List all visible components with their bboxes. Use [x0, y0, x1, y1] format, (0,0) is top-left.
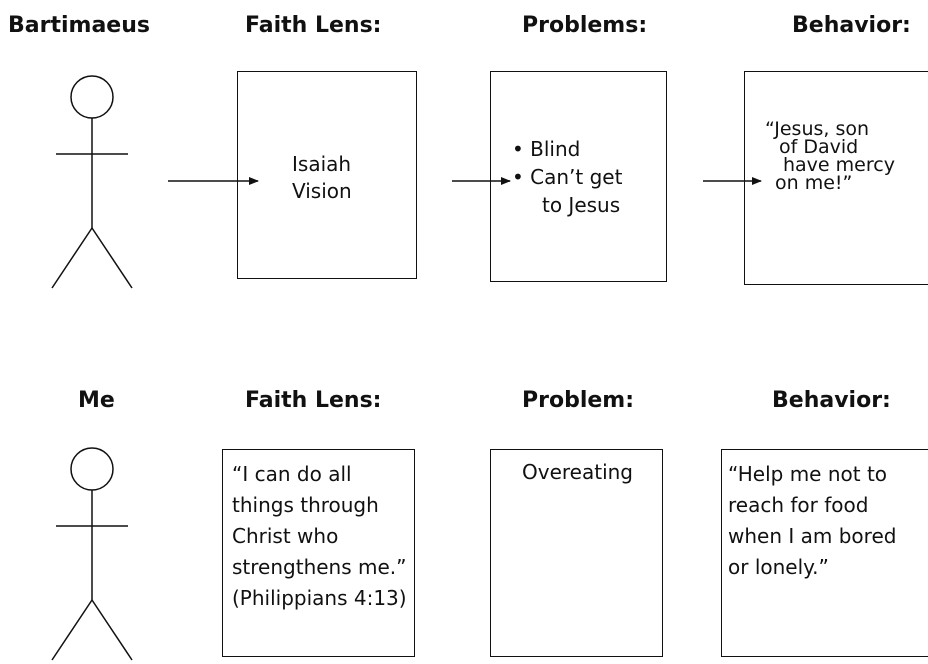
faith-lens-text: “I can do all things through Christ who … [232, 459, 407, 614]
faith-lens-line: things through [232, 493, 379, 517]
faith-lens-line: Christ who [232, 524, 339, 548]
behavior-line: have mercy [783, 154, 895, 176]
faith-lens-line: strengthens me.” [232, 555, 407, 579]
problem-header: Problem: [522, 388, 635, 413]
problem-item: • Blind [512, 137, 581, 161]
person-label-bartimaeus: Bartimaeus [8, 13, 150, 38]
faith-lens-line: Vision [292, 179, 352, 203]
behavior-line: “Help me not to [728, 462, 888, 486]
behavior-line: of David [779, 136, 859, 158]
behavior-line: when I am bored [728, 524, 897, 548]
faith-lens-line: “I can do all [232, 462, 352, 486]
faith-lens-header: Faith Lens: [245, 13, 382, 38]
behavior-box [721, 449, 928, 657]
faith-lens-line: (Philippians 4:13) [232, 586, 407, 610]
faith-lens-box [237, 71, 417, 279]
person-label-me: Me [78, 388, 115, 413]
problem-box [490, 449, 663, 657]
stick-figure-me-icon [51, 447, 133, 661]
faith-lens-box [222, 449, 415, 657]
faith-lens-line: Isaiah [292, 152, 352, 176]
behavior-header: Behavior: [772, 388, 891, 413]
behavior-box [744, 71, 928, 285]
behavior-text: “Jesus, son of David have mercy on me!” [765, 118, 895, 194]
problem-item: to Jesus [542, 193, 621, 217]
behavior-line: reach for food [728, 493, 869, 517]
problem-item: • Can’t get [512, 165, 623, 189]
problems-box [490, 71, 667, 282]
faith-lens-text: Isaiah Vision [292, 151, 352, 205]
behavior-line: “Jesus, son [765, 118, 870, 140]
behavior-line: on me!” [775, 172, 853, 194]
problems-header: Problems: [522, 13, 648, 38]
problem-text: Overeating [522, 460, 633, 484]
stick-figure-bartimaeus-icon [51, 75, 133, 289]
behavior-text: “Help me not to reach for food when I am… [728, 459, 896, 583]
problems-list: • Blind • Can’t get to Jesus [512, 135, 622, 219]
faith-lens-header: Faith Lens: [245, 388, 382, 413]
behavior-header: Behavior: [792, 13, 911, 38]
behavior-line: or lonely.” [728, 555, 829, 579]
